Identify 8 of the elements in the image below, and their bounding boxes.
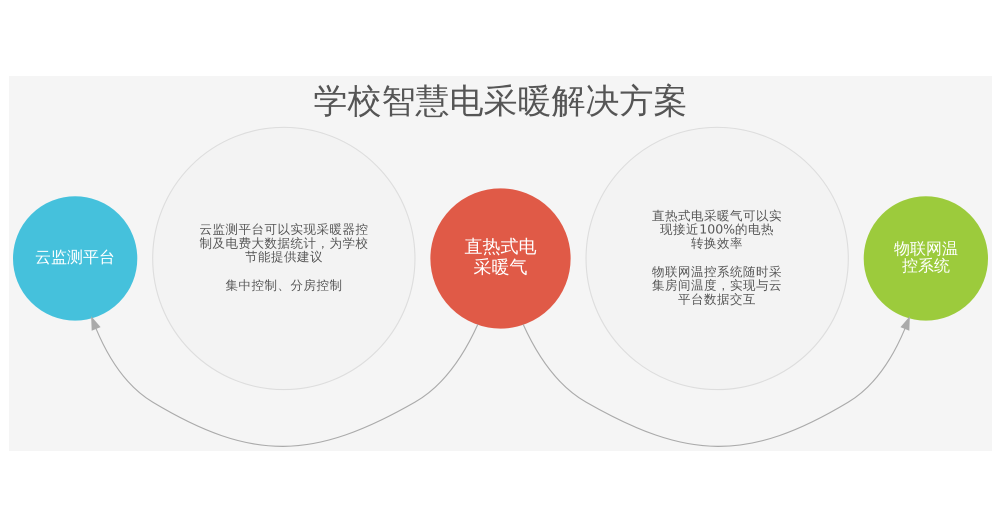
node-circle: 云监测平台可以实现采暖器控制及电费大数据统计，为学校节能提供建议 集中控制、分房控制 xyxy=(152,126,416,390)
arrow xyxy=(522,316,910,447)
arrow xyxy=(90,316,478,447)
node-circle: 物联网温控系统 xyxy=(863,196,988,321)
node-circle: 直热式电采暖气可以实现接近100%的电热转换效率 物联网温控系统随时采集房间温度，实现与云平台数据交互 xyxy=(584,126,848,390)
node-circle: 直热式电采暖气 xyxy=(430,188,570,329)
diagram-title: 学校智慧电采暖解决方案 xyxy=(313,81,687,122)
node-circle: 云监测平台 xyxy=(12,196,137,321)
